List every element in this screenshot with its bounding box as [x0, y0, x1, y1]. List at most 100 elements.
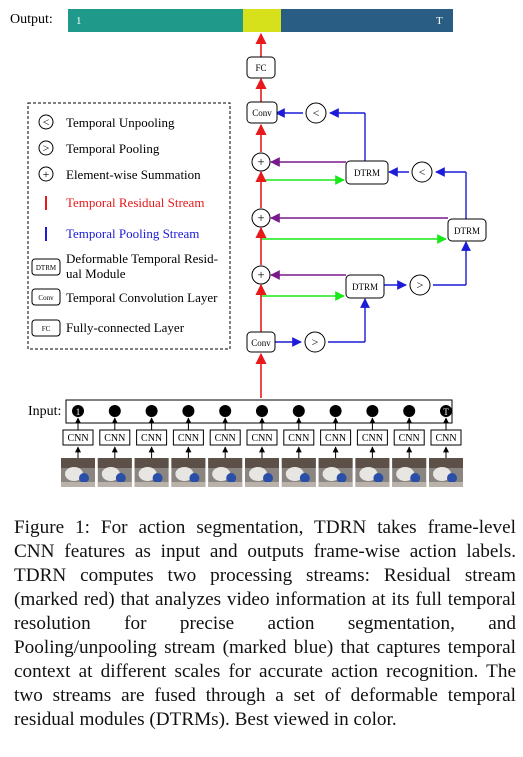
svg-text:+: + [43, 167, 50, 181]
tdrn-diagram: Output: 1 T < Temporal Unpooling > Tempo… [10, 9, 487, 487]
svg-text:Conv: Conv [251, 338, 271, 348]
svg-text:>: > [312, 335, 319, 349]
svg-text:FC: FC [42, 325, 51, 333]
video-frame-thumbnail [171, 458, 206, 487]
input-feature-dot [366, 405, 379, 417]
video-frame-thumbnail [318, 458, 353, 487]
input-feature-dot [108, 405, 121, 417]
cnn-box [136, 429, 168, 446]
input-feature-dot [219, 405, 232, 417]
svg-text:ual Module: ual Module [66, 266, 126, 281]
video-frame-thumbnail [429, 458, 463, 487]
cnn-box [356, 429, 388, 446]
unpool-icon [38, 114, 54, 130]
svg-text:Temporal Pooling Stream: Temporal Pooling Stream [66, 226, 199, 241]
svg-text:Temporal Convolution Layer: Temporal Convolution Layer [66, 290, 218, 305]
output-start-label: 1 [76, 15, 82, 27]
output-bar [68, 9, 453, 32]
svg-text:<: < [43, 115, 50, 129]
cnn-label: CNN [399, 433, 420, 444]
svg-text:+: + [257, 267, 264, 282]
input-feature-dot [403, 405, 416, 417]
video-frame-thumbnail [392, 458, 427, 487]
cnn-box [246, 429, 278, 446]
cnn-box [393, 429, 425, 446]
cnn-box [99, 429, 131, 446]
svg-text:+: + [257, 210, 264, 225]
fc-icon [31, 319, 61, 337]
dtrm-1: DTRM [345, 274, 385, 299]
input-first-label: 1 [76, 407, 81, 417]
svg-text:>: > [417, 278, 424, 292]
svg-text:Temporal Unpooling: Temporal Unpooling [66, 115, 175, 130]
input-feature-dot [72, 405, 84, 417]
legend-item-unpooling: < Temporal Unpooling [38, 114, 175, 130]
svg-text:Deformable Temporal Resid-: Deformable Temporal Resid- [66, 251, 218, 266]
input-label: Input: [28, 404, 61, 419]
input-feature-dot [440, 405, 452, 417]
video-frame-thumbnail [355, 458, 390, 487]
sum-icon [38, 166, 54, 182]
dtrm-2: DTRM [447, 218, 487, 242]
conv-icon [31, 288, 61, 306]
input-feature-dot [329, 405, 342, 417]
pool-node-2: > [409, 274, 431, 296]
input-feature-dot [292, 405, 305, 417]
cnn-label: CNN [215, 433, 236, 444]
dtrm-icon [31, 258, 61, 276]
svg-text:Conv: Conv [252, 108, 272, 118]
legend-item-conv: Conv Temporal Convolution Layer [31, 288, 218, 306]
svg-text:Conv: Conv [38, 294, 54, 302]
legend-item-dtrm: DTRM Deformable Temporal Resid- ual Modu… [31, 251, 218, 281]
output-segment-teal [68, 9, 243, 32]
svg-text:DTRM: DTRM [354, 168, 380, 178]
svg-text:<: < [419, 165, 426, 179]
output-label: Output: [10, 12, 53, 27]
pooling-stream [275, 108, 471, 347]
svg-text:<: < [313, 106, 320, 120]
input-last-label: T [443, 407, 449, 417]
pool-node-1: > [304, 331, 326, 353]
cnn-label: CNN [178, 433, 199, 444]
cnn-label: CNN [67, 433, 88, 444]
conv-layer-top: Conv [246, 101, 278, 124]
cnn-box [172, 429, 204, 446]
cnn-label: CNN [251, 433, 272, 444]
dtrm-3: DTRM [345, 160, 389, 185]
svg-text:DTRM: DTRM [36, 264, 57, 272]
dtrm-to-sum-links [270, 157, 448, 280]
legend-box [27, 102, 231, 350]
cnn-label: CNN [104, 433, 125, 444]
legend-item-residual-stream: Temporal Residual Stream [45, 195, 204, 210]
unpool-node-2: < [305, 102, 327, 124]
sum-node-2: + [251, 208, 271, 228]
output-segment-yellow [243, 9, 281, 32]
cnn-box [62, 429, 94, 446]
conv-layer-bottom: Conv [246, 331, 276, 353]
input-feature-dot [145, 405, 158, 417]
video-frame-thumbnail [134, 458, 169, 487]
pool-icon [38, 140, 54, 156]
svg-text:Fully-connected Layer: Fully-connected Layer [66, 320, 185, 335]
svg-text:DTRM: DTRM [352, 282, 378, 292]
sum-node-3: + [251, 152, 271, 172]
cnn-box [283, 429, 315, 446]
cnn-label: CNN [288, 433, 309, 444]
svg-text:>: > [43, 141, 50, 155]
svg-text:Element-wise Summation: Element-wise Summation [66, 167, 201, 182]
legend-item-summation: + Element-wise Summation [38, 166, 201, 182]
cnn-box [209, 429, 241, 446]
video-frame-thumbnail [208, 458, 243, 487]
cnn-label: CNN [362, 433, 383, 444]
svg-text:Temporal Pooling: Temporal Pooling [66, 141, 160, 156]
video-frame-thumbnail [97, 458, 132, 487]
unpool-node-1: < [411, 161, 433, 183]
video-frame-thumbnail [245, 458, 279, 487]
svg-text:FC: FC [255, 63, 266, 73]
fc-layer: FC [246, 56, 276, 79]
output-segment-navy [281, 9, 453, 32]
legend-item-pooling-stream: Temporal Pooling Stream [45, 226, 199, 241]
output-end-label: T [436, 15, 443, 27]
legend-item-pooling: > Temporal Pooling [38, 140, 160, 156]
